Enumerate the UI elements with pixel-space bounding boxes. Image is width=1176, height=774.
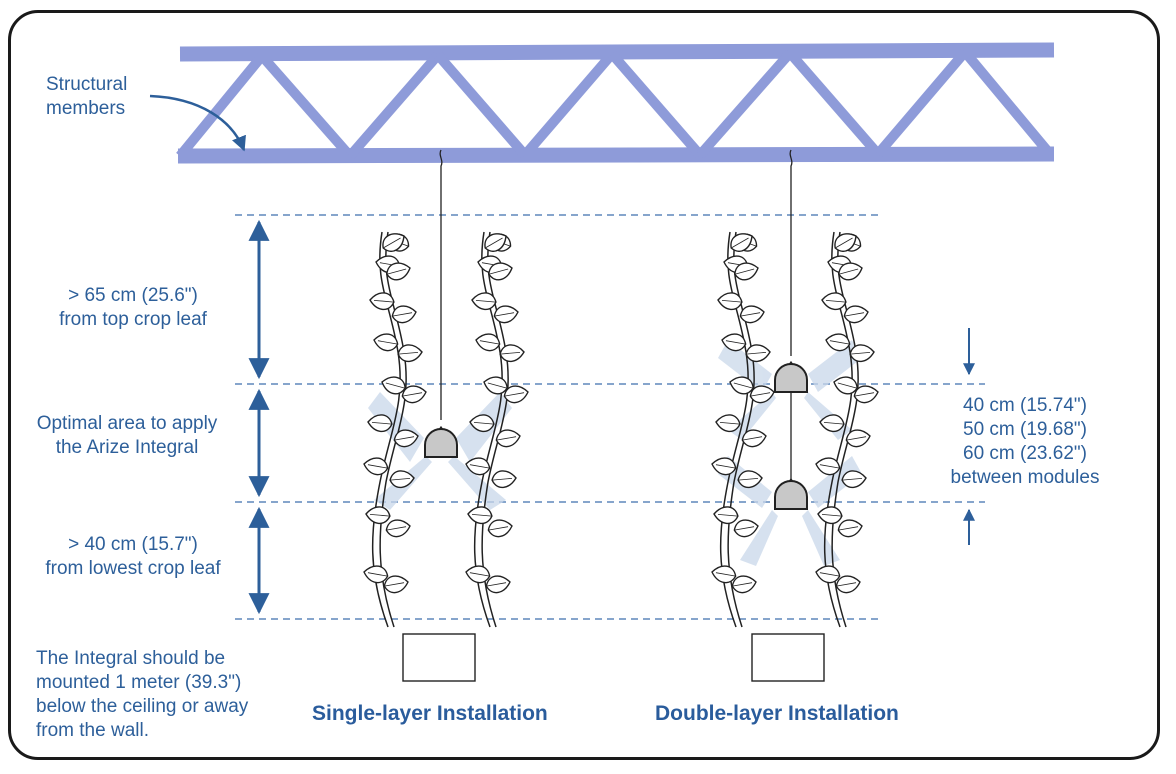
label-line: below the ceiling or away bbox=[36, 696, 249, 717]
structural-members-label: Structural members bbox=[46, 73, 206, 121]
double-layer-title: Double-layer Installation bbox=[655, 702, 899, 725]
lamp-module-icon bbox=[774, 361, 808, 393]
truss-structure bbox=[176, 42, 1055, 164]
label-line: from top crop leaf bbox=[59, 309, 207, 330]
pot-icon bbox=[751, 633, 825, 682]
dashed-guides bbox=[235, 214, 985, 620]
label-line: 50 cm (19.68") bbox=[963, 419, 1087, 440]
label-line: from lowest crop leaf bbox=[45, 558, 221, 579]
label-line: between modules bbox=[950, 467, 1100, 488]
lamp-module-icon bbox=[424, 426, 458, 458]
label-line: from the wall. bbox=[36, 720, 149, 741]
top-gap-label: > 65 cm (25.6") from top crop leaf bbox=[20, 284, 246, 332]
label-line: > 40 cm (15.7") bbox=[68, 534, 198, 555]
label-line: members bbox=[46, 98, 126, 119]
mounting-note: The Integral should be mounted 1 meter (… bbox=[36, 647, 296, 743]
plant-vine-icon bbox=[465, 229, 530, 627]
label-line: 40 cm (15.74") bbox=[963, 395, 1087, 416]
bottom-gap-label: > 40 cm (15.7") from lowest crop leaf bbox=[20, 533, 246, 581]
label-line: 60 cm (23.62") bbox=[963, 443, 1087, 464]
pot-icon bbox=[402, 633, 476, 682]
optimal-area-label: Optimal area to apply the Arize Integral bbox=[14, 412, 240, 460]
label-line: > 65 cm (25.6") bbox=[68, 285, 198, 306]
label-line: Structural bbox=[46, 74, 128, 95]
label-line: the Arize Integral bbox=[55, 437, 199, 458]
diagram-frame bbox=[8, 10, 1160, 760]
single-layer-title: Single-layer Installation bbox=[312, 702, 548, 725]
label-line: The Integral should be bbox=[36, 648, 226, 669]
module-spacing-label: 40 cm (15.74") 50 cm (19.68") 60 cm (23.… bbox=[930, 394, 1120, 490]
double-layer-setup bbox=[711, 149, 880, 682]
lamp-module-icon bbox=[774, 478, 808, 510]
single-layer-setup bbox=[363, 149, 530, 682]
label-line: Optimal area to apply bbox=[36, 413, 218, 434]
label-line: mounted 1 meter (39.3") bbox=[36, 672, 242, 693]
curved-arrow-icon bbox=[149, 94, 246, 152]
